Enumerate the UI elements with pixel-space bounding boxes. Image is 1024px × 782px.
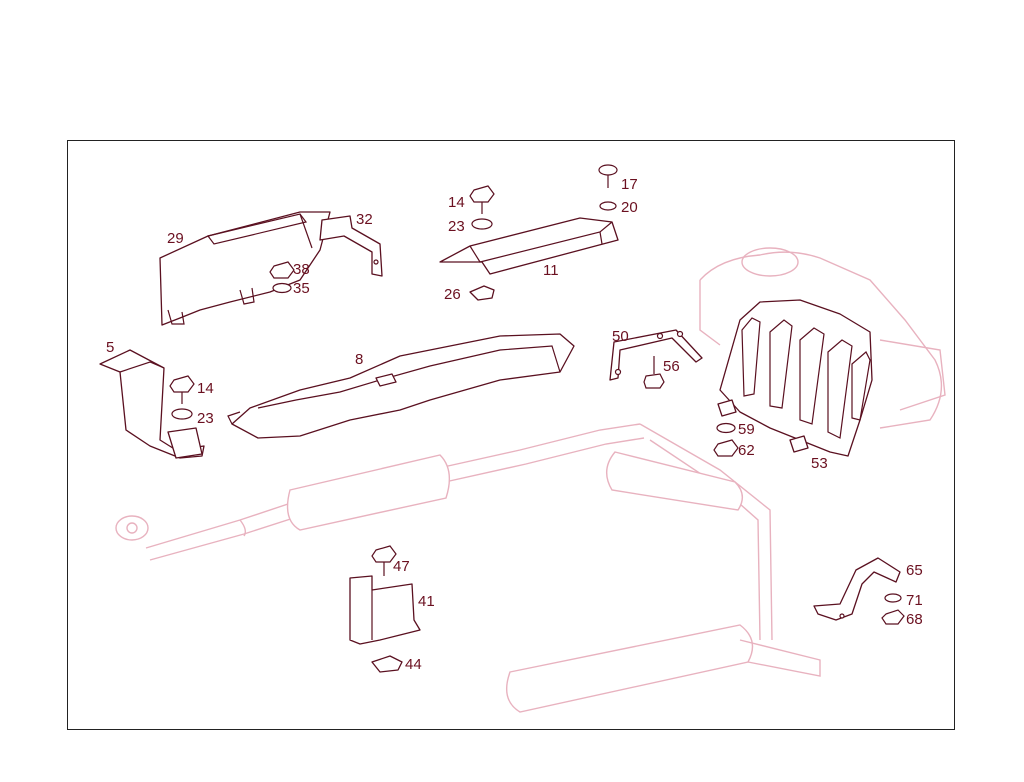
nut-68[interactable] <box>881 609 905 625</box>
callout-20: 20 <box>621 199 638 216</box>
callout-59: 59 <box>738 421 755 438</box>
callout-29: 29 <box>167 230 184 247</box>
callout-labels: 29 32 38 35 14 23 17 20 11 26 5 14 23 8 … <box>106 176 923 673</box>
clip-44[interactable] <box>371 655 403 673</box>
heat-shield-8[interactable] <box>227 333 575 439</box>
callout-50: 50 <box>612 328 629 345</box>
bolt-14-left[interactable] <box>169 375 195 404</box>
bracket-65[interactable] <box>813 557 901 621</box>
bolt-47[interactable] <box>371 545 397 576</box>
washer-71[interactable] <box>884 593 902 603</box>
callout-65: 65 <box>906 562 923 579</box>
washer-20[interactable] <box>599 201 617 211</box>
heat-shield-11[interactable] <box>439 217 619 275</box>
heat-shield-53[interactable] <box>717 299 873 457</box>
callout-62: 62 <box>738 442 755 459</box>
bracket-5[interactable] <box>99 349 205 459</box>
callout-53: 53 <box>811 455 828 472</box>
washer-23-left[interactable] <box>171 408 193 420</box>
callout-11: 11 <box>543 262 559 279</box>
nut-38[interactable] <box>269 261 295 279</box>
screw-17[interactable] <box>598 164 618 188</box>
callout-47: 47 <box>393 558 410 575</box>
callout-41: 41 <box>418 593 435 610</box>
washer-59[interactable] <box>716 422 736 434</box>
callout-14-top: 14 <box>448 194 465 211</box>
nut-62[interactable] <box>713 439 739 457</box>
bracket-50[interactable] <box>609 329 703 381</box>
callout-38: 38 <box>293 261 310 278</box>
callout-8: 8 <box>355 351 363 368</box>
washer-35[interactable] <box>272 282 292 294</box>
callout-35: 35 <box>293 280 310 297</box>
callout-56: 56 <box>663 358 680 375</box>
washer-23-top[interactable] <box>471 218 493 230</box>
heat-shield-29[interactable] <box>159 211 331 326</box>
callout-26: 26 <box>444 286 461 303</box>
diagram-frame <box>67 140 955 730</box>
callout-23-left: 23 <box>197 410 214 427</box>
bracket-32[interactable] <box>319 215 383 277</box>
bolt-14-top[interactable] <box>469 185 495 214</box>
clip-26[interactable] <box>469 285 495 301</box>
callout-23-top: 23 <box>448 218 465 235</box>
bolt-56[interactable] <box>643 356 665 389</box>
callout-17: 17 <box>621 176 638 193</box>
callout-14-left: 14 <box>197 380 214 397</box>
callout-32: 32 <box>356 211 373 228</box>
callout-44: 44 <box>405 656 422 673</box>
callout-5: 5 <box>106 339 114 356</box>
callout-71: 71 <box>906 592 923 609</box>
exhaust-system-outline <box>115 247 946 713</box>
bracket-41[interactable] <box>349 575 421 645</box>
callout-68: 68 <box>906 611 923 628</box>
